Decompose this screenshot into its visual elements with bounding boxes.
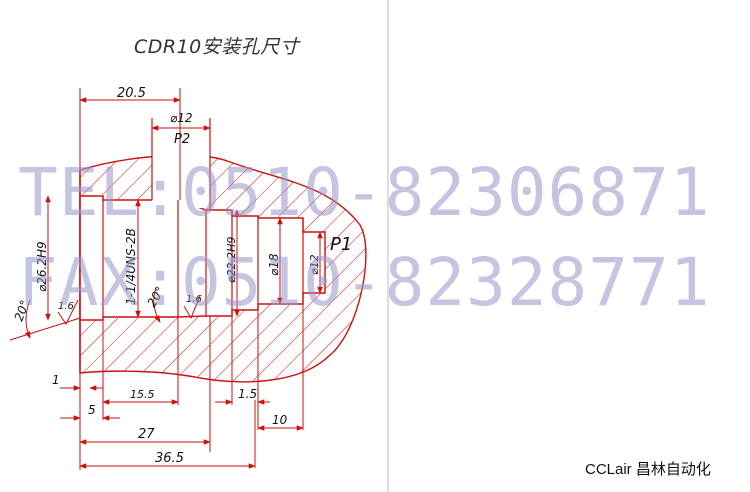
dim-dia26: ⌀26.2H9: [35, 241, 49, 292]
dim-5: 5: [88, 403, 96, 417]
dim-36-5: 36.5: [155, 451, 184, 466]
brand-label: CCLair 昌林自动化: [585, 461, 711, 478]
dim-dia12-top: ⌀12: [170, 111, 193, 125]
angle-left: 20°: [12, 298, 32, 323]
rough-mark-left: [57, 299, 79, 325]
dim-1-5: 1.5: [238, 387, 257, 401]
extension-lines: [79, 88, 304, 470]
drawing-title: CDR10安装孔尺寸: [134, 36, 300, 58]
dim-dia12-right: ⌀12: [308, 254, 321, 275]
angle-arc-left: [24, 299, 31, 339]
dim-10: 10: [272, 413, 288, 427]
dim-20-5: 20.5: [117, 86, 146, 101]
watermark-fax: FAX:0510-82328771: [18, 244, 711, 321]
dim-15-5: 15.5: [130, 388, 155, 401]
dim-27: 27: [138, 427, 155, 442]
angle-line-left: [9, 317, 81, 341]
watermark-tel: TEL:0510-82306871: [18, 154, 711, 231]
port-p2-label: P2: [174, 132, 190, 147]
dim-dia18: ⌀18: [267, 253, 281, 276]
rough-left: 1.6: [58, 301, 74, 312]
dim-1: 1: [52, 373, 60, 387]
dim-thread: 1-1/4UNS-2B: [124, 228, 138, 305]
port-p1-label: P1: [330, 234, 352, 255]
dim-dia22: ⌀22.2H9: [225, 237, 238, 283]
p2-channel: [152, 150, 210, 208]
angle-arc-mid: [153, 287, 161, 323]
rough-mid: 1.6: [186, 294, 202, 305]
rough-mark-mid: [183, 295, 201, 320]
